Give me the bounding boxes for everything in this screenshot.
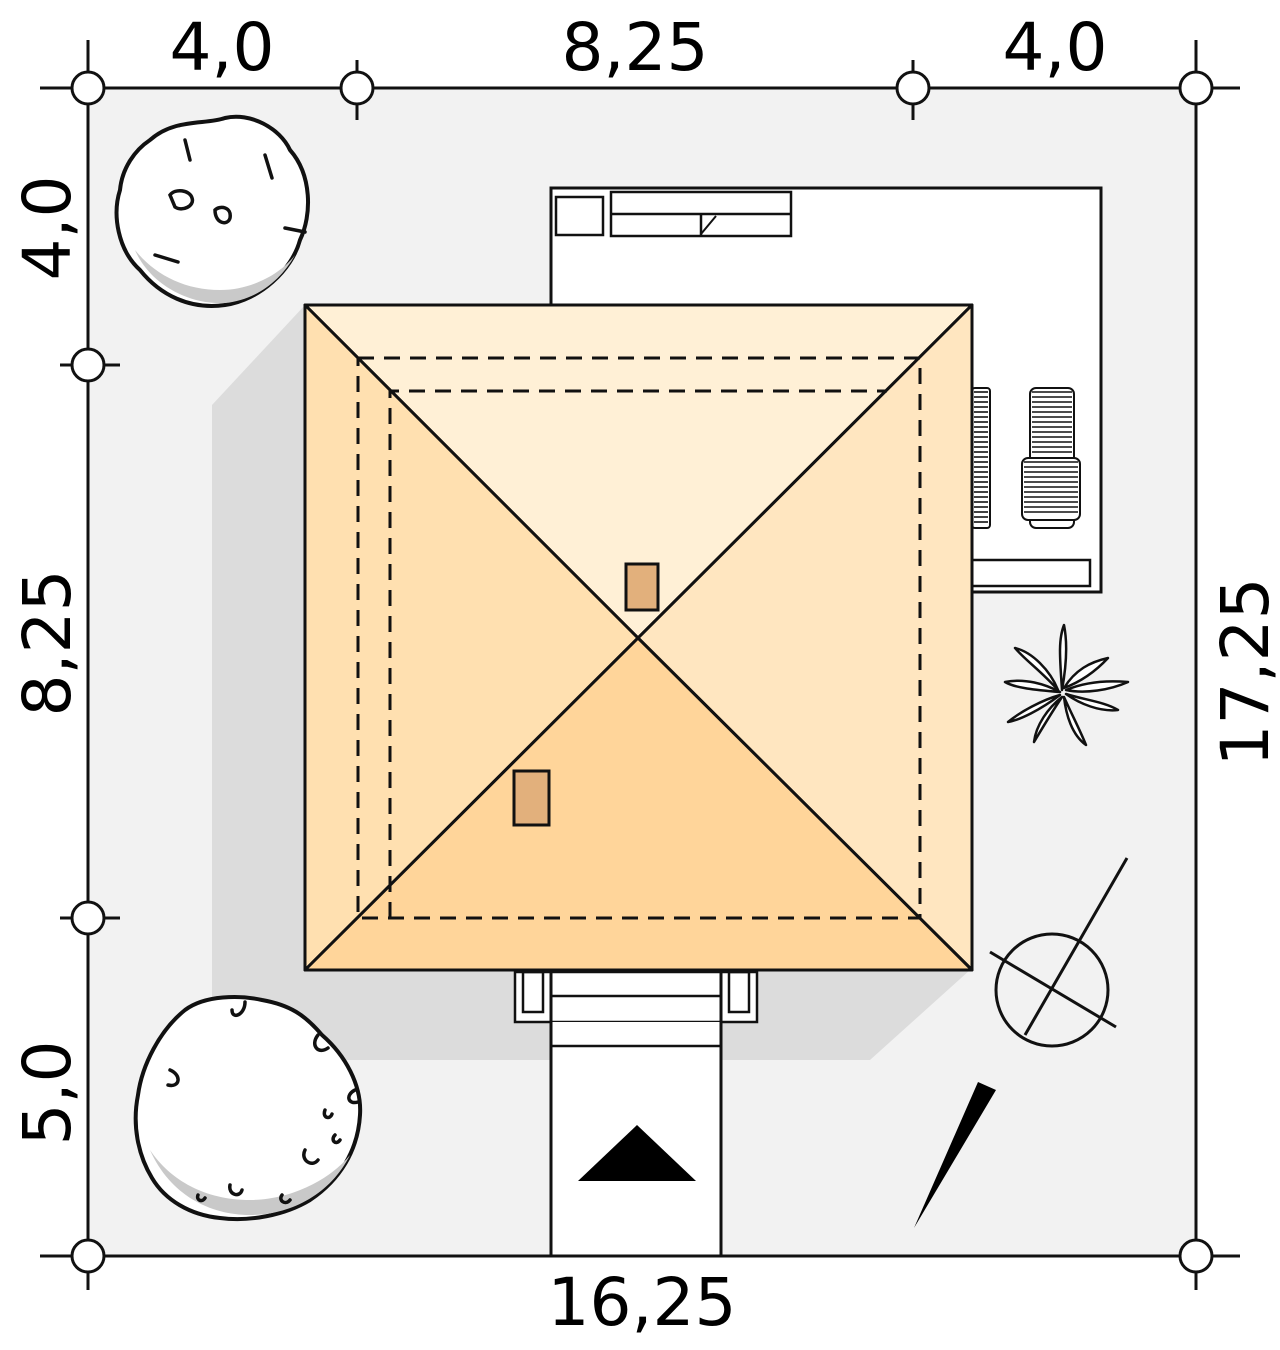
dimension-node	[70, 70, 106, 106]
dimension-label-top-left: 4,0	[170, 9, 275, 86]
tree-icon	[133, 995, 363, 1222]
dimension-label-left-top: 4,0	[9, 176, 86, 281]
dimension-label-left-middle: 8,25	[9, 570, 86, 717]
dimension-node	[1178, 1238, 1214, 1274]
roof-face-south	[303, 636, 974, 972]
dimension-label-left-bottom: 5,0	[9, 1041, 86, 1146]
dimension-lines	[40, 40, 1240, 1290]
dimension-node	[895, 70, 931, 106]
dimension-node	[1178, 70, 1214, 106]
entrance-arrow-icon	[578, 1125, 696, 1181]
wall-outline	[356, 356, 922, 920]
dimension-label-top-middle: 8,25	[562, 9, 709, 86]
dimension-node	[70, 1238, 106, 1274]
house-roof	[303, 303, 974, 972]
building-shadow	[212, 305, 970, 1060]
north-arrow-icon	[914, 857, 1129, 1228]
dimension-label-top-right: 4,0	[1003, 9, 1108, 86]
chimney	[624, 562, 660, 612]
tree-icon	[114, 114, 310, 308]
dimension-node	[70, 347, 106, 383]
chimney	[512, 769, 551, 827]
dimension-label-bottom-total: 16,25	[548, 1264, 737, 1341]
car-icon	[1021, 387, 1081, 529]
dimension-node	[70, 900, 106, 936]
dimension-node	[339, 70, 375, 106]
plant-icon	[1003, 623, 1130, 747]
dimension-label-right-total: 17,25	[1207, 578, 1280, 767]
